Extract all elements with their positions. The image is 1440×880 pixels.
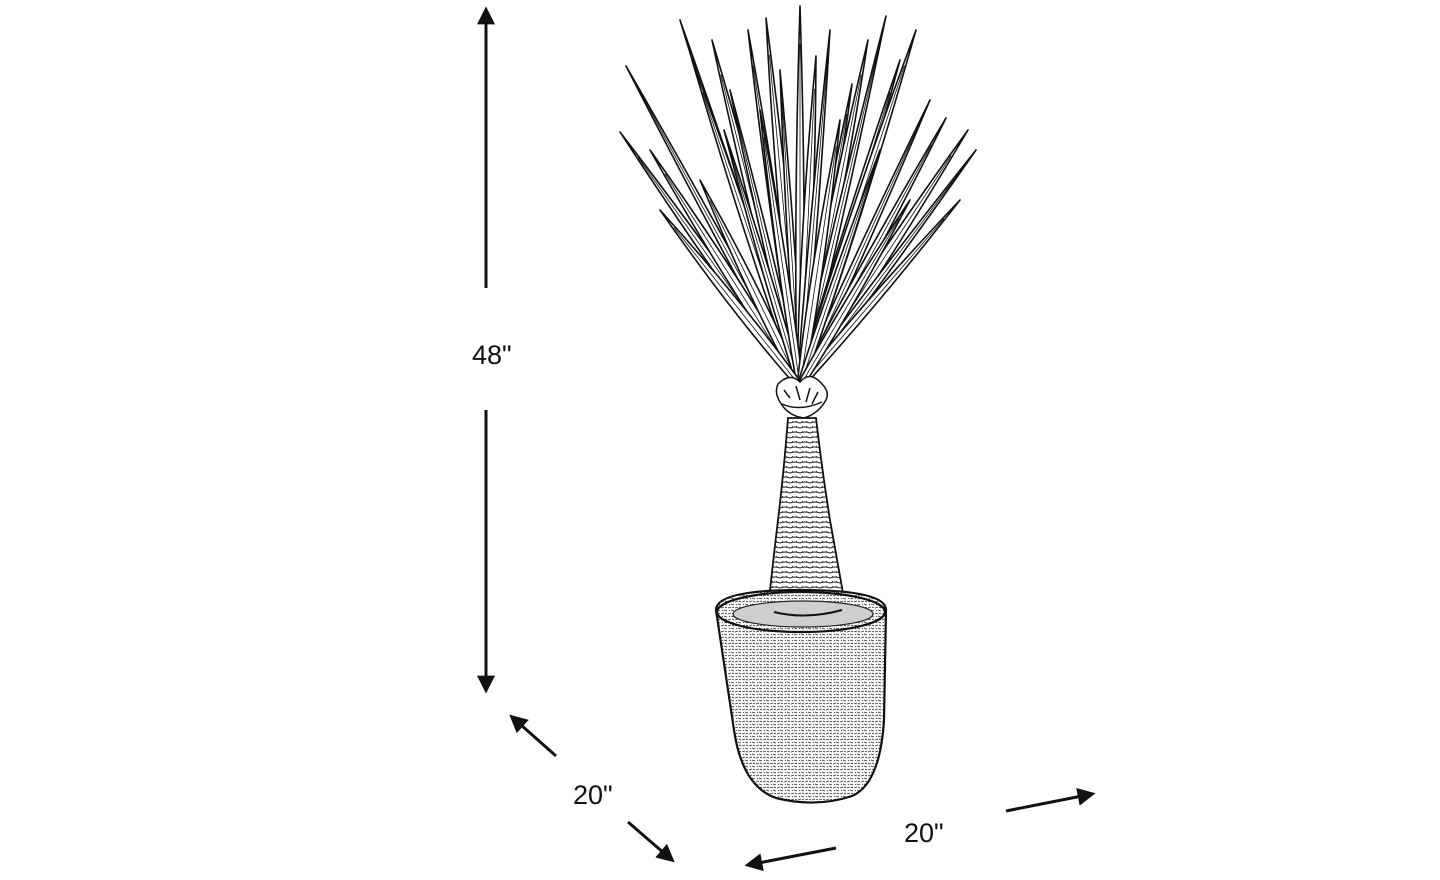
width-arrow-right bbox=[1005, 787, 1096, 813]
height-label: 48" bbox=[472, 340, 512, 370]
depth-dimension: 20" bbox=[509, 714, 675, 863]
height-dimension: 48" bbox=[472, 6, 512, 694]
leaf bbox=[699, 179, 804, 389]
width-label: 20" bbox=[904, 818, 944, 848]
depth-arrow-upper bbox=[509, 714, 557, 758]
leaf bbox=[796, 149, 881, 388]
leaf bbox=[796, 119, 841, 388]
leaf-midrib bbox=[799, 218, 900, 387]
trunk-crown bbox=[775, 375, 829, 419]
leaf-midrib bbox=[799, 218, 945, 387]
leaf-midrib bbox=[731, 155, 801, 387]
leaf-midrib bbox=[799, 146, 837, 387]
plant-leaves bbox=[619, 5, 977, 389]
plant-trunk bbox=[767, 417, 848, 611]
planter-pot bbox=[714, 588, 888, 804]
width-dimension: 20" bbox=[744, 787, 1096, 872]
width-arrow-left bbox=[744, 846, 837, 872]
leaf-midrib bbox=[799, 173, 873, 387]
depth-arrow-lower bbox=[627, 820, 675, 863]
pot-body bbox=[714, 588, 888, 804]
plant-illustration bbox=[619, 5, 977, 804]
leaf bbox=[759, 109, 804, 388]
leaf-midrib bbox=[673, 227, 801, 387]
leaf bbox=[723, 129, 804, 388]
pot-soil bbox=[732, 600, 874, 628]
leaf-midrib bbox=[763, 137, 801, 387]
leaf-midrib bbox=[709, 200, 801, 387]
depth-label: 20" bbox=[573, 780, 613, 810]
